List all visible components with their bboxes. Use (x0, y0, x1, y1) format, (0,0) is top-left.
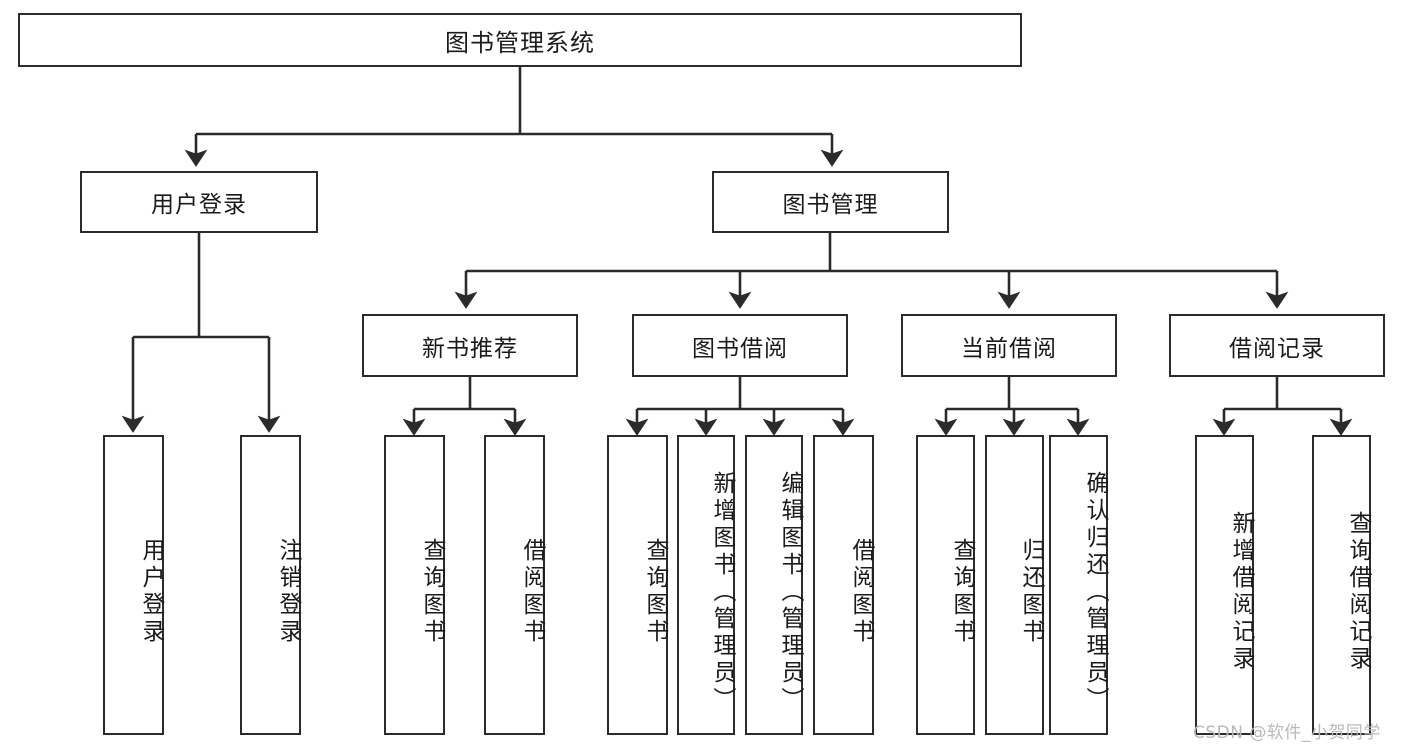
csdn-watermark: CSDN @软件_小贺同学 (1193, 723, 1381, 743)
node-book-management-system[interactable]: 图书管理系统 (18, 13, 1022, 67)
leaf-query-book-current[interactable]: 查询图书 (916, 435, 975, 735)
leaf-logout[interactable]: 注销登录 (240, 435, 301, 735)
leaf-borrow-book[interactable]: 借阅图书 (813, 435, 874, 735)
node-borrow-records[interactable]: 借阅记录 (1169, 314, 1385, 377)
node-current-borrow[interactable]: 当前借阅 (901, 314, 1117, 377)
leaf-query-book-borrow[interactable]: 查询图书 (607, 435, 668, 735)
leaf-return-book[interactable]: 归还图书 (985, 435, 1044, 735)
leaf-confirm-return-admin[interactable]: 确认归还（管理员） (1049, 435, 1108, 735)
leaf-query-book-recommend[interactable]: 查询图书 (384, 435, 445, 735)
leaf-user-login[interactable]: 用户登录 (103, 435, 164, 735)
leaf-borrow-book-recommend[interactable]: 借阅图书 (484, 435, 545, 735)
node-book-management[interactable]: 图书管理 (712, 171, 949, 233)
node-new-book-recommend[interactable]: 新书推荐 (362, 314, 578, 377)
leaf-add-book-admin[interactable]: 新增图书（管理员） (677, 435, 735, 735)
leaf-edit-book-admin[interactable]: 编辑图书（管理员） (745, 435, 803, 735)
node-user-login[interactable]: 用户登录 (80, 171, 318, 233)
leaf-add-borrow-record[interactable]: 新增借阅记录 (1195, 435, 1254, 735)
node-book-borrow[interactable]: 图书借阅 (632, 314, 848, 377)
leaf-query-borrow-record[interactable]: 查询借阅记录 (1312, 435, 1371, 735)
